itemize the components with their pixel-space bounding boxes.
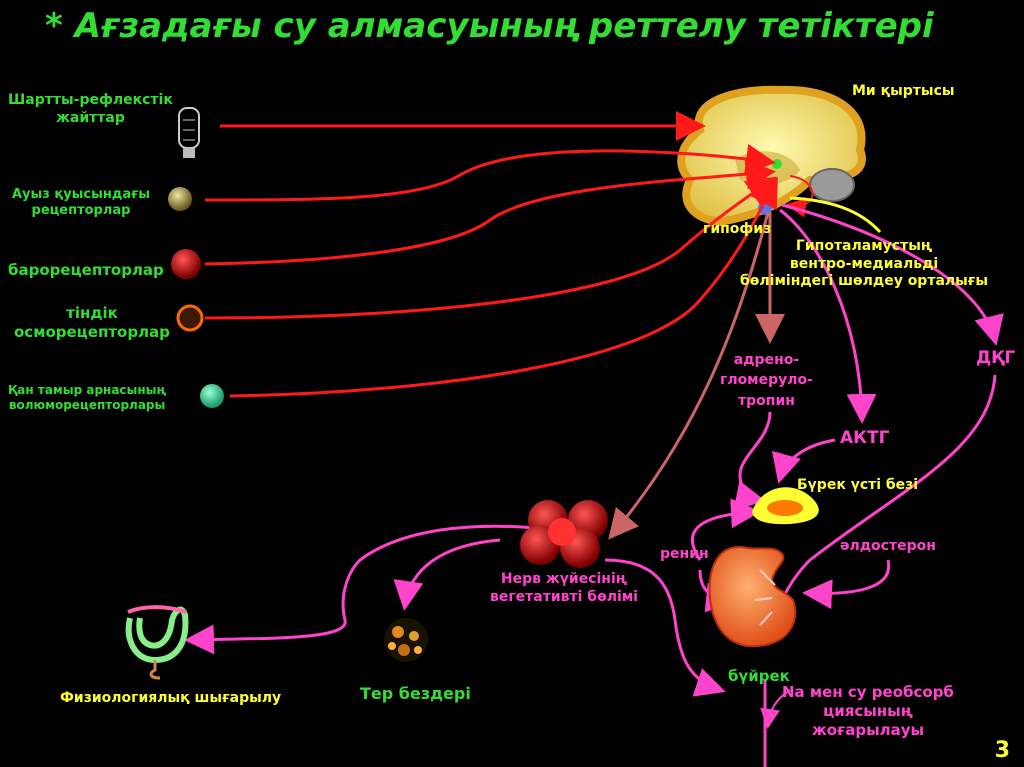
- volumoreceptor-icon: [200, 384, 224, 408]
- label-physio-excretion: Физиологиялық шығарылу: [60, 690, 282, 706]
- label-adrenoglomerulotropin: адрено-гломеруло-тропин: [720, 352, 813, 409]
- intestine-icon: [125, 605, 189, 680]
- arrow-acth-to-adrenal: [771, 438, 836, 484]
- arrow-ans-to-kidney: [604, 558, 726, 697]
- label-baroreceptors: барорецепторлар: [8, 261, 164, 279]
- arrow-ans-to-sweat: [393, 538, 501, 611]
- mouth-receptor-icon: [168, 187, 192, 211]
- kidney-icon: [708, 545, 797, 648]
- adrenal-gland-icon: [752, 487, 819, 525]
- label-kidney: бүйрек: [728, 667, 790, 685]
- osmoreceptor-icon: [176, 304, 204, 332]
- arrow-mouth-to-hypothalamus: [204, 143, 776, 202]
- arrow-renin-to-adrenal: [690, 498, 761, 561]
- arrow-volumo-to-hypothalamus: [229, 176, 778, 398]
- page-title: * Ағзадағы су алмасуының реттелу тетікте…: [45, 6, 934, 46]
- line-thirst-center: [789, 196, 882, 234]
- label-adh: ДҚГ: [976, 348, 1016, 368]
- page-number: 3: [994, 738, 1010, 763]
- label-sweat-glands: Тер бездері: [360, 684, 471, 703]
- autonomic-ganglion-icon: [520, 500, 608, 568]
- arrow-to-adh: [781, 203, 1004, 346]
- cerebellum-icon: [809, 168, 855, 202]
- arrow-osmo-to-hypothalamus: [204, 176, 777, 320]
- label-renin: ренин: [660, 546, 709, 562]
- baroreceptor-icon: [171, 249, 201, 279]
- arrow-ans-to-excretion: [184, 524, 556, 655]
- arrow-baro-to-hypothalamus: [204, 159, 776, 266]
- sweat-gland-icon: [384, 618, 428, 662]
- arrow-to-acth: [779, 208, 877, 424]
- label-pituitary: гипофиз: [703, 221, 772, 237]
- bulb-icon: [178, 107, 200, 158]
- label-aldosterone: әлдостерон: [840, 538, 936, 554]
- arrow-agtropin-to-adrenal: [733, 411, 772, 510]
- arrow-to-autonomic-ns: [608, 211, 770, 540]
- label-adrenal-gland: Бүрек үсті безі: [797, 477, 919, 493]
- arrow-aldosterone-to-kidney: [802, 559, 891, 610]
- label-cortex: Ми қыртысы: [852, 83, 955, 99]
- label-acth: АКТГ: [840, 428, 890, 448]
